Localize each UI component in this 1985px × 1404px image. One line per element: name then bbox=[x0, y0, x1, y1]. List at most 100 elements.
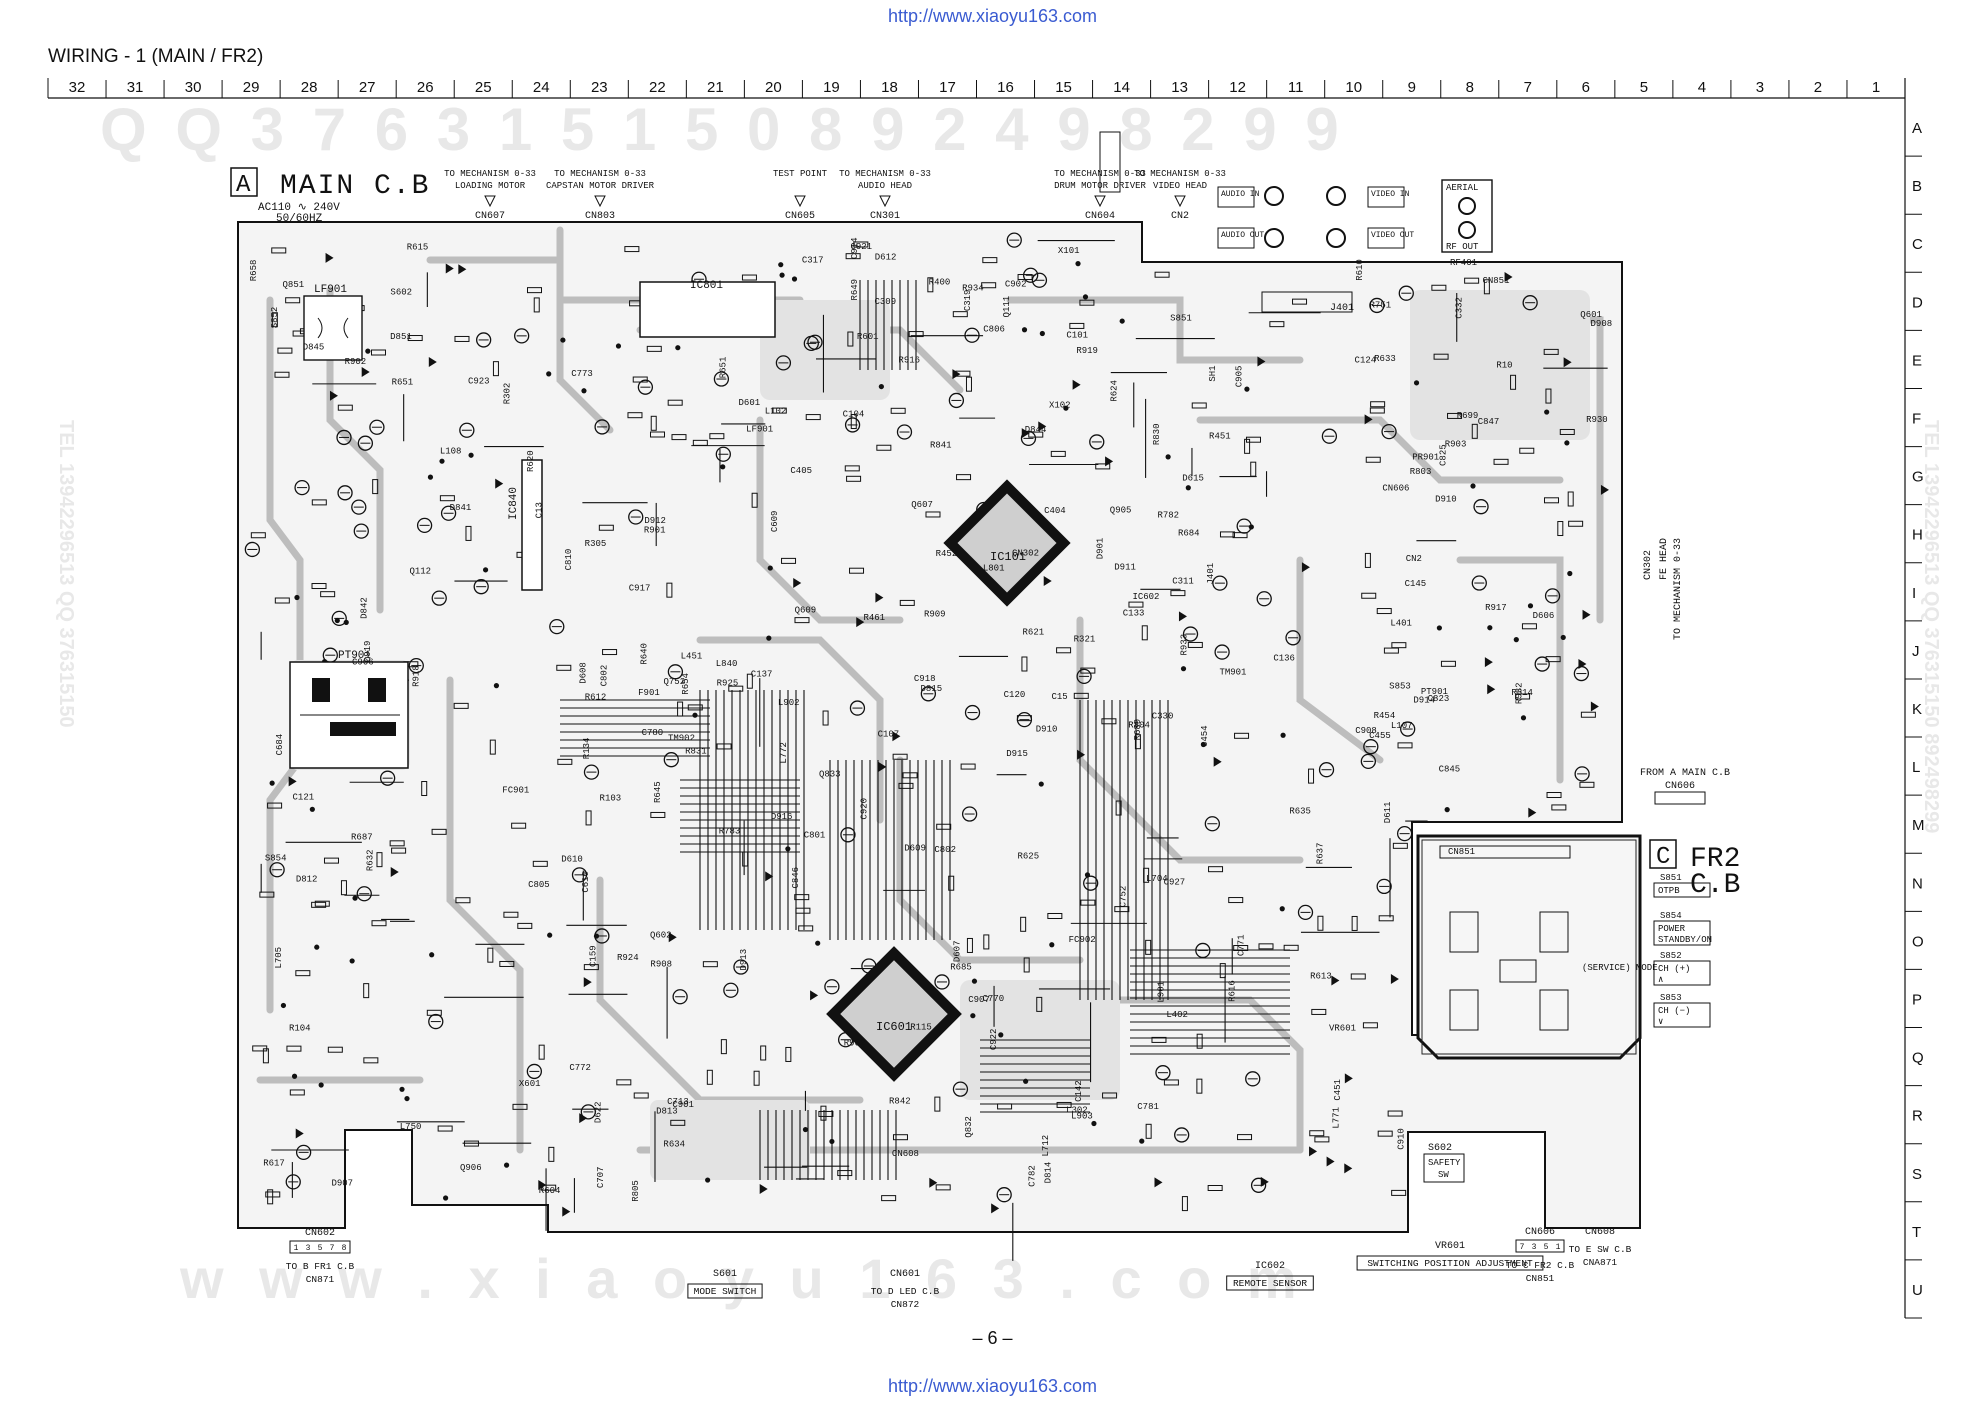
fr2-switch-label1: CH (+) bbox=[1658, 964, 1690, 974]
svg-text:PT901: PT901 bbox=[338, 650, 371, 662]
part-label: R616 bbox=[1228, 980, 1238, 1002]
rf-ref: RF401 bbox=[1450, 258, 1477, 268]
part-label: C920 bbox=[860, 798, 870, 820]
cn302-side-connection: CN302 FE HEAD TO MECHANISM 0-33 bbox=[1643, 538, 1684, 640]
pin-number: 3 bbox=[306, 1244, 311, 1253]
part-label: C905 bbox=[1235, 366, 1245, 388]
part-label: Q111 bbox=[1002, 296, 1012, 318]
pin-number: 1 bbox=[294, 1244, 299, 1253]
part-label: X101 bbox=[1058, 246, 1080, 256]
fr2-board-letter: C bbox=[1656, 844, 1670, 871]
column-ruler-label: 30 bbox=[185, 79, 202, 96]
part-label: C847 bbox=[1478, 417, 1500, 427]
part-label: C101 bbox=[1066, 331, 1088, 341]
part-label: C802 bbox=[934, 845, 956, 855]
part-label: X102 bbox=[1049, 400, 1071, 410]
part-label: C802 bbox=[600, 665, 610, 687]
part-label: R685 bbox=[950, 963, 972, 973]
pin-number: 7 bbox=[330, 1244, 335, 1253]
part-label: C773 bbox=[571, 369, 593, 379]
part-label: D912 bbox=[644, 516, 666, 526]
row-ruler-label: N bbox=[1912, 875, 1923, 892]
part-label: C907 bbox=[968, 995, 990, 1005]
part-label: IC602 bbox=[1132, 592, 1159, 602]
ic801-chip: IC801 bbox=[639, 280, 776, 338]
aerial-label: AERIAL bbox=[1446, 183, 1478, 193]
part-label: R612 bbox=[585, 692, 607, 702]
part-label: D608 bbox=[578, 662, 588, 684]
part-label: R654 bbox=[681, 673, 691, 695]
power-input-label: AC110 ∿ 240V bbox=[258, 202, 340, 214]
column-ruler-label: 6 bbox=[1582, 79, 1590, 96]
part-label: C136 bbox=[1273, 654, 1295, 664]
part-label: R305 bbox=[585, 539, 607, 549]
bottom-connection-ref: CN602 bbox=[305, 1228, 335, 1239]
column-ruler-label: 4 bbox=[1698, 79, 1706, 96]
part-label: S602 bbox=[390, 287, 412, 297]
part-label: D908 bbox=[1591, 319, 1613, 329]
part-label: R805 bbox=[631, 1180, 641, 1202]
part-label: Q851 bbox=[283, 280, 305, 290]
part-label: TM901 bbox=[1219, 667, 1246, 677]
top-connection-ref: CN605 bbox=[785, 211, 815, 222]
part-label: C454 bbox=[1200, 725, 1210, 747]
bottom-connection-ref2: CNA871 bbox=[1583, 1257, 1618, 1268]
row-ruler-label: M bbox=[1912, 817, 1925, 834]
bottom-connection-ref2: CN872 bbox=[891, 1299, 920, 1310]
part-label: C923 bbox=[468, 377, 490, 387]
column-ruler-label: 25 bbox=[475, 79, 492, 96]
part-label: L902 bbox=[778, 698, 800, 708]
part-label: Q602 bbox=[650, 931, 672, 941]
part-label: R613 bbox=[1310, 971, 1332, 981]
bottom-connection-ref: IC602 bbox=[1255, 1261, 1285, 1272]
source-url-bottom[interactable]: http://www.xiaoyu163.com bbox=[887, 1376, 1098, 1396]
row-ruler-label: L bbox=[1912, 759, 1920, 776]
part-label: D812 bbox=[296, 874, 318, 884]
part-label: C330 bbox=[1152, 711, 1174, 721]
part-label: L801 bbox=[983, 564, 1005, 574]
column-ruler-label: 17 bbox=[939, 79, 956, 96]
part-label: C921 bbox=[850, 242, 872, 252]
part-label: Q609 bbox=[795, 605, 817, 615]
bottom-connection-ref: S601 bbox=[713, 1269, 737, 1280]
row-ruler-label: A bbox=[1912, 120, 1922, 137]
part-label: R699 bbox=[1457, 411, 1479, 421]
part-label: C927 bbox=[1164, 878, 1186, 888]
row-ruler-label: C bbox=[1912, 236, 1923, 253]
part-label: R604 bbox=[539, 1186, 561, 1196]
part-label: R903 bbox=[1445, 439, 1467, 449]
part-label: R841 bbox=[930, 441, 952, 451]
part-label: C107 bbox=[878, 730, 900, 740]
part-label: S851 bbox=[1170, 314, 1192, 324]
bottom-connection-ref2: CN871 bbox=[306, 1274, 335, 1285]
part-label: D842 bbox=[360, 597, 370, 619]
part-label: FC902 bbox=[1069, 935, 1096, 945]
part-label: FC901 bbox=[502, 785, 529, 795]
part-label: C810 bbox=[564, 549, 574, 571]
column-ruler-label: 20 bbox=[765, 79, 782, 96]
part-label: D915 bbox=[1006, 749, 1028, 759]
part-label: CN851 bbox=[1482, 276, 1509, 286]
bottom-connection-text: REMOTE SENSOR bbox=[1233, 1278, 1307, 1289]
part-label: D601 bbox=[739, 398, 761, 408]
column-ruler-label: 28 bbox=[301, 79, 318, 96]
part-label: R454 bbox=[1374, 711, 1396, 721]
part-label: R633 bbox=[1374, 354, 1396, 364]
column-ruler-label: 5 bbox=[1640, 79, 1648, 96]
column-ruler-label: 21 bbox=[707, 79, 724, 96]
part-label: R687 bbox=[351, 833, 373, 843]
part-label: F901 bbox=[638, 688, 660, 698]
part-label: R930 bbox=[1586, 415, 1608, 425]
row-ruler-label: E bbox=[1912, 352, 1922, 369]
source-url-top[interactable]: http://www.xiaoyu163.com bbox=[887, 6, 1098, 26]
row-ruler-label: B bbox=[1912, 178, 1922, 195]
part-label: C825 bbox=[1439, 444, 1449, 466]
bottom-connection-ref2: CN851 bbox=[1526, 1273, 1555, 1284]
top-connection-text2: CAPSTAN MOTOR DRIVER bbox=[546, 181, 655, 191]
part-label: R614 bbox=[1511, 688, 1533, 698]
part-label: C908 bbox=[1355, 726, 1377, 736]
fr2-board-name-line1: FR2 bbox=[1690, 844, 1740, 875]
part-label: R651 bbox=[392, 377, 414, 387]
